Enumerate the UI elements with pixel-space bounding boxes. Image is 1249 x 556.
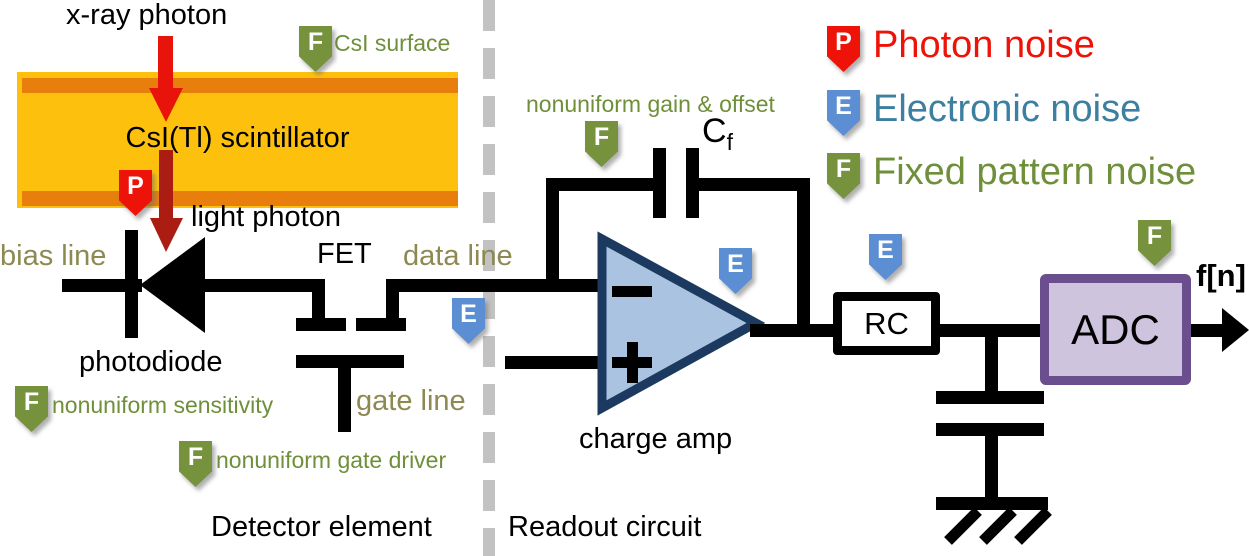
electronic-noise-legend-label: Electronic noise — [873, 88, 1142, 130]
electronic-noise-badge-data-line: E — [452, 298, 485, 344]
data-line-label: data line — [403, 240, 513, 272]
feedback-capacitor-symbol — [546, 148, 810, 331]
fixed-noise-badge-csi-surface: F — [299, 26, 332, 72]
legend-fixed-pattern-noise: F Fixed pattern noise — [827, 151, 1197, 199]
diode-to-fet-wire — [205, 279, 325, 292]
readout-circuit-label: Readout circuit — [508, 511, 702, 543]
fixed-noise-badge-sensitivity: F — [15, 386, 48, 432]
photodiode-symbol — [62, 230, 205, 338]
rc-filter-box: RC — [833, 292, 940, 355]
nonuniform-gate-driver-label: nonuniform gate driver — [216, 447, 447, 473]
scintillator-label: CsI(Tl) scintillator — [125, 122, 350, 154]
photon-noise-legend-badge: P — [827, 26, 860, 72]
xray-arrow — [149, 36, 183, 122]
photodiode-label: photodiode — [79, 346, 223, 378]
gate-line-label: gate line — [356, 385, 466, 417]
charge-amp-label: charge amp — [579, 423, 733, 455]
data-line-wire — [386, 279, 602, 292]
scintillator-top-stripe — [22, 78, 458, 93]
output-arrow — [1188, 308, 1249, 352]
opamp-symbol — [597, 231, 766, 416]
output-signal-label: f[n] — [1196, 258, 1246, 293]
light-photon-label: light photon — [191, 201, 341, 233]
cf-capacitor-label: Cf — [702, 112, 733, 155]
fixed-pattern-noise-legend-label: Fixed pattern noise — [873, 151, 1197, 193]
csi-surface-label: CsI surface — [334, 30, 451, 56]
legend-photon-noise: P Photon noise — [827, 24, 1095, 72]
opamp-plus-wire — [505, 356, 602, 369]
adc-box: ADC — [1040, 274, 1191, 385]
fixed-pattern-noise-legend-badge: F — [827, 153, 860, 199]
legend-electronic-noise: E Electronic noise — [827, 88, 1142, 136]
lowpass-capacitor-symbol — [936, 330, 1044, 497]
photon-noise-legend-label: Photon noise — [873, 24, 1095, 66]
nonuniform-sensitivity-label: nonuniform sensitivity — [52, 392, 274, 418]
fixed-noise-badge-gain-offset: F — [585, 121, 618, 167]
electronic-noise-badge-charge-amp: E — [719, 248, 752, 294]
ground-symbol — [936, 497, 1052, 545]
detector-element-label: Detector element — [211, 511, 432, 543]
opamp-output-wire — [750, 324, 835, 337]
nonuniform-gain-offset-label: nonuniform gain & offset — [526, 91, 775, 117]
light-photon-arrow — [150, 150, 183, 252]
fixed-noise-badge-adc: F — [1138, 220, 1171, 266]
electronic-noise-badge-rc: E — [869, 234, 902, 280]
opamp-plus-sign-vertical — [627, 342, 638, 383]
photon-noise-badge-scintillator: P — [119, 170, 152, 216]
opamp-minus-sign — [612, 286, 652, 297]
xray-photon-label: x-ray photon — [66, 0, 228, 31]
bias-line-label: bias line — [0, 240, 107, 272]
fet-label: FET — [317, 238, 372, 270]
electronic-noise-legend-badge: E — [827, 90, 860, 136]
fixed-noise-badge-gate-driver: F — [179, 441, 212, 487]
